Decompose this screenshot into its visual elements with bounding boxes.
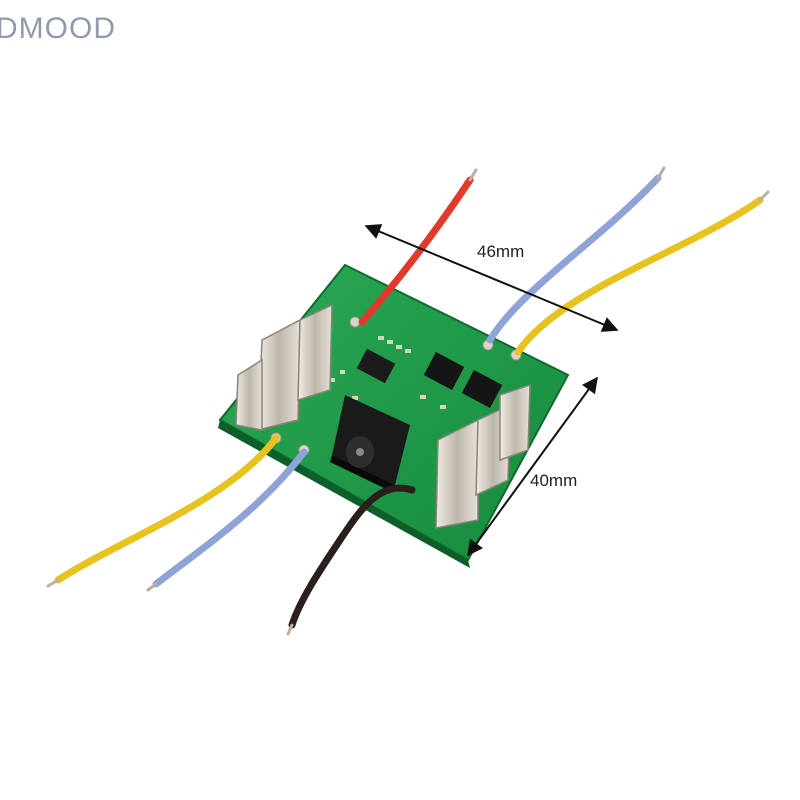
blue-wire-bottom (152, 448, 308, 588)
yellow-wire-bottom (54, 434, 280, 584)
red-wire-tip (468, 168, 478, 182)
watermark-logo: DMOOD (0, 12, 116, 45)
blue-wire-bottom-tip (146, 582, 158, 592)
width-label: 46mm (477, 242, 524, 261)
yellow-wire-bottom-tip (46, 578, 60, 588)
yellow-wire-top-tip (758, 190, 770, 202)
dc-jack (330, 395, 410, 492)
dimension-width: 46mm (364, 224, 619, 332)
ic-chip (356, 348, 396, 384)
mosfet-1 (423, 352, 465, 390)
black-wire (288, 484, 416, 629)
dimension-height: 40mm (467, 376, 598, 557)
smd-components (330, 336, 446, 409)
black-wire-tip (286, 623, 294, 636)
battery-terminal-left (235, 303, 333, 431)
blue-wire-top-tip (656, 166, 666, 180)
height-label: 40mm (530, 471, 577, 490)
